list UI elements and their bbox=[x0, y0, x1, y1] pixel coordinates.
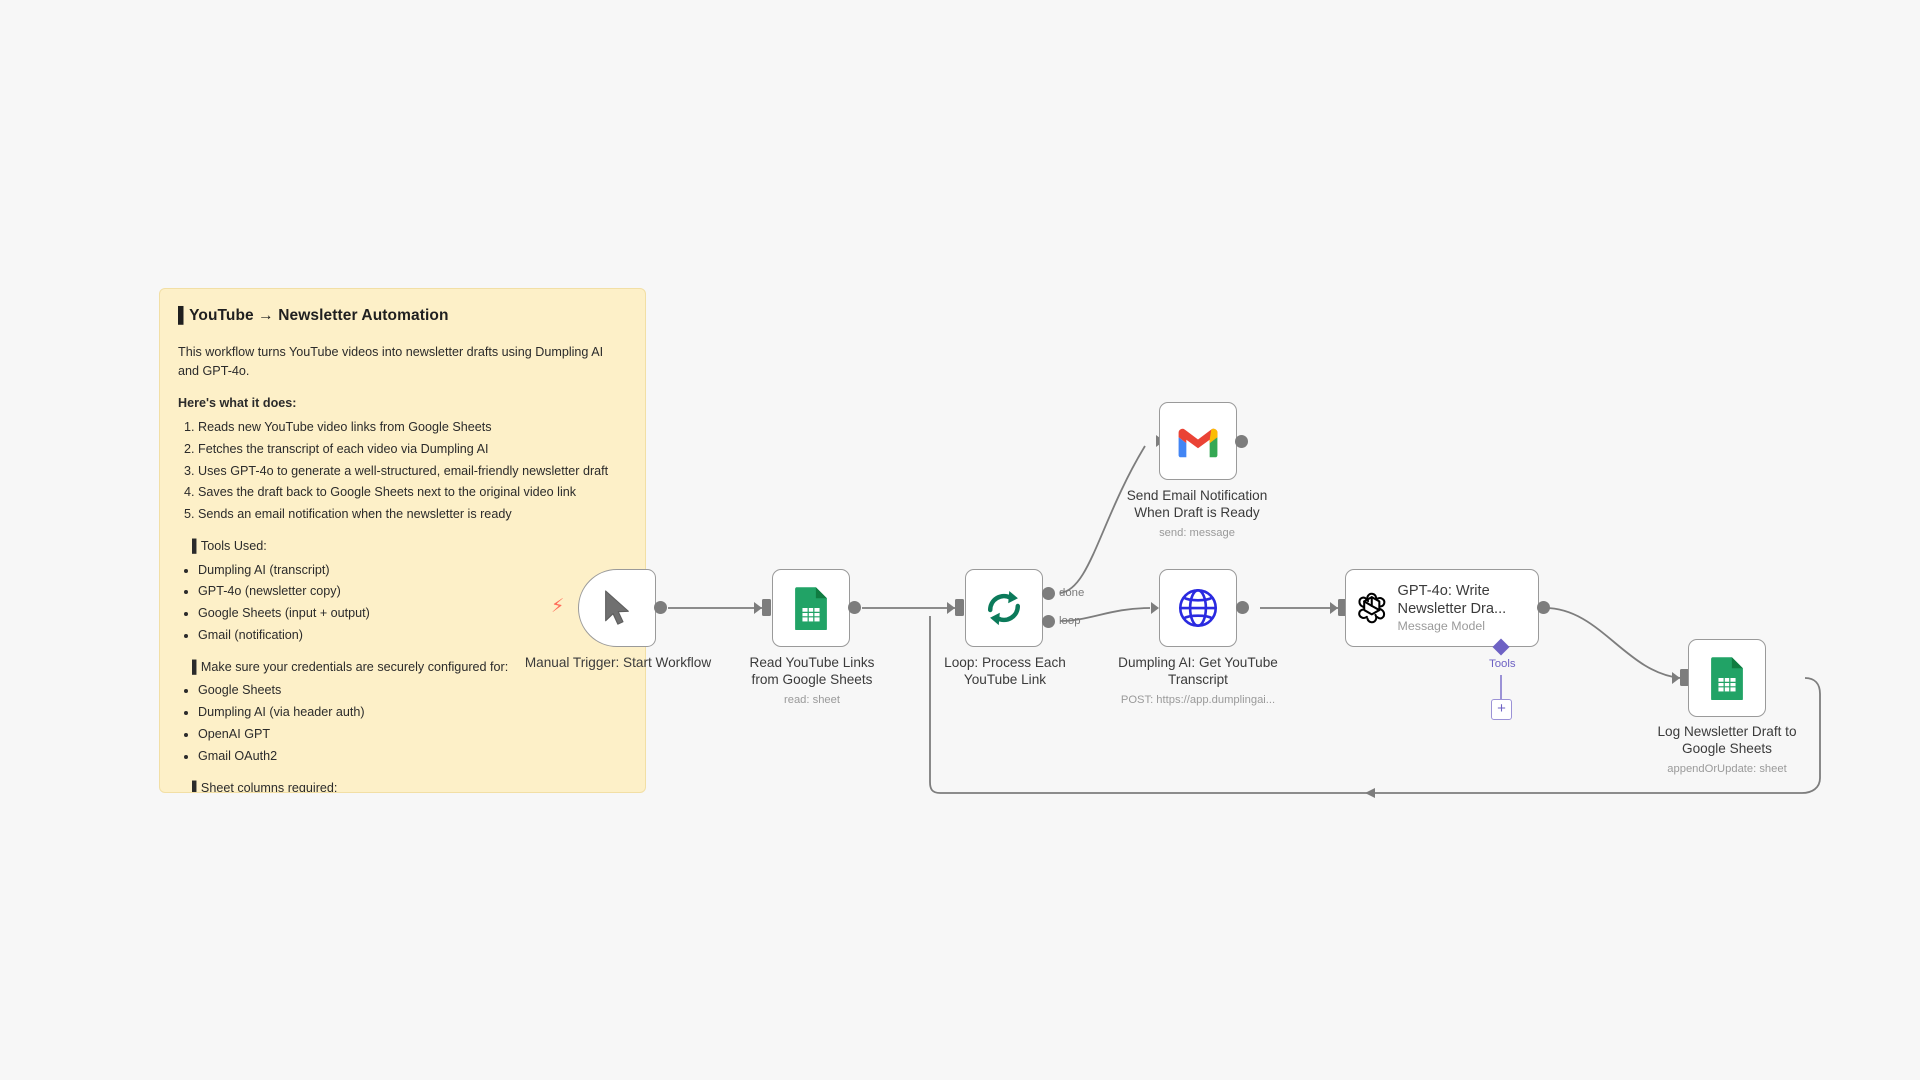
list-item: Google Sheets bbox=[198, 681, 627, 699]
list-item: Google Sheets (input + output) bbox=[198, 604, 627, 622]
node-gpt4o[interactable]: GPT-4o: Write Newsletter Dra... Message … bbox=[1345, 569, 1539, 647]
node-label-gpt4o: GPT-4o: Write Newsletter Dra... bbox=[1397, 583, 1507, 617]
input-arrow-log-sheets bbox=[1672, 672, 1680, 684]
cursor-pointer-icon bbox=[605, 590, 629, 625]
sticky-note-tools-heading: ▌Tools Used: bbox=[192, 539, 267, 554]
list-item: Dumpling AI (via header auth) bbox=[198, 703, 627, 721]
tools-connector-line bbox=[1500, 675, 1502, 701]
node-subtitle-gmail: send: message bbox=[1159, 527, 1235, 539]
list-item: Dumpling AI (transcript) bbox=[198, 561, 627, 579]
output-port-gpt4o[interactable] bbox=[1537, 601, 1550, 614]
list-item: Fetches the transcript of each video via… bbox=[198, 440, 627, 458]
loopback-arrow bbox=[1365, 788, 1375, 798]
list-item: GPT-4o (newsletter copy) bbox=[198, 582, 627, 600]
node-read-sheets[interactable] bbox=[772, 569, 850, 647]
list-item: Sends an email notification when the new… bbox=[198, 505, 627, 523]
output-label-loop: loop bbox=[1059, 615, 1081, 627]
tools-connector-label: Tools bbox=[1489, 658, 1516, 670]
lightning-bolt-icon: ⚡ bbox=[551, 595, 565, 617]
list-item: Gmail OAuth2 bbox=[198, 747, 627, 765]
node-label-log-sheets: Log Newsletter Draft to Google Sheets bbox=[1657, 724, 1797, 756]
output-port-loop-loop[interactable] bbox=[1042, 615, 1055, 628]
list-item: Saves the draft back to Google Sheets ne… bbox=[198, 483, 627, 501]
list-item: Uses GPT-4o to generate a well-structure… bbox=[198, 462, 627, 480]
google-sheets-icon bbox=[795, 587, 827, 630]
sticky-note-tools-list: Dumpling AI (transcript) GPT-4o (newslet… bbox=[178, 561, 627, 645]
input-port-read-sheets[interactable] bbox=[762, 599, 771, 616]
list-item: Reads new YouTube video links from Googl… bbox=[198, 418, 627, 436]
node-label-loop: Loop: Process Each YouTube Link bbox=[944, 655, 1066, 687]
node-dumpling-ai[interactable] bbox=[1159, 569, 1237, 647]
list-item: Gmail (notification) bbox=[198, 626, 627, 644]
sticky-note-title: ▌YouTube → Newsletter Automation bbox=[178, 307, 449, 324]
output-port-read-sheets[interactable] bbox=[848, 601, 861, 614]
globe-http-icon bbox=[1178, 588, 1218, 628]
node-label-dumpling: Dumpling AI: Get YouTube Transcript bbox=[1118, 655, 1278, 687]
sticky-note-credentials-list: Google Sheets Dumpling AI (via header au… bbox=[178, 681, 627, 765]
output-port-dumpling[interactable] bbox=[1236, 601, 1249, 614]
node-label-read-sheets: Read YouTube Links from Google Sheets bbox=[749, 655, 875, 687]
node-subtitle-log-sheets: appendOrUpdate: sheet bbox=[1667, 763, 1787, 775]
input-port-log-sheets[interactable] bbox=[1680, 669, 1689, 686]
node-log-sheets[interactable] bbox=[1688, 639, 1766, 717]
input-arrow-dumpling bbox=[1151, 602, 1159, 614]
list-item: OpenAI GPT bbox=[198, 725, 627, 743]
gpt4o-text-block: GPT-4o: Write Newsletter Dra... Message … bbox=[1398, 583, 1538, 632]
add-tool-button[interactable]: + bbox=[1491, 699, 1512, 720]
node-gmail[interactable] bbox=[1159, 402, 1237, 480]
node-manual-trigger[interactable] bbox=[578, 569, 656, 647]
node-subtitle-gpt4o: Message Model bbox=[1397, 618, 1485, 633]
output-label-done: done bbox=[1059, 587, 1085, 599]
input-port-loop[interactable] bbox=[955, 599, 964, 616]
sticky-note-columns-heading: ▌Sheet columns required: bbox=[192, 780, 338, 793]
google-sheets-icon bbox=[1711, 657, 1743, 700]
input-arrow-gpt4o bbox=[1330, 602, 1338, 614]
input-arrow-read-sheets bbox=[754, 602, 762, 614]
node-label-manual-trigger: Manual Trigger: Start Workflow bbox=[524, 655, 712, 670]
input-arrow-loop bbox=[947, 602, 955, 614]
sticky-note-steps-list: Reads new YouTube video links from Googl… bbox=[178, 418, 627, 523]
node-loop[interactable] bbox=[965, 569, 1043, 647]
loop-refresh-icon bbox=[987, 590, 1021, 626]
sticky-note-intro: This workflow turns YouTube videos into … bbox=[178, 345, 604, 378]
output-port-gmail[interactable] bbox=[1235, 435, 1248, 448]
node-subtitle-dumpling: POST: https://app.dumplingai... bbox=[1120, 694, 1276, 706]
sticky-note-credentials-heading: ▌Make sure your credentials are securely… bbox=[192, 660, 509, 675]
gmail-icon bbox=[1178, 428, 1218, 458]
openai-icon bbox=[1358, 592, 1386, 624]
node-label-gmail: Send Email Notification When Draft is Re… bbox=[1126, 488, 1268, 520]
sticky-note[interactable]: ▌YouTube → Newsletter Automation This wo… bbox=[159, 288, 646, 793]
output-port-manual-trigger[interactable] bbox=[654, 601, 667, 614]
node-subtitle-read-sheets: read: sheet bbox=[784, 694, 840, 706]
input-port-gpt4o[interactable] bbox=[1338, 599, 1347, 616]
output-port-loop-done[interactable] bbox=[1042, 587, 1055, 600]
sticky-note-steps-heading: Here's what it does: bbox=[178, 395, 297, 410]
